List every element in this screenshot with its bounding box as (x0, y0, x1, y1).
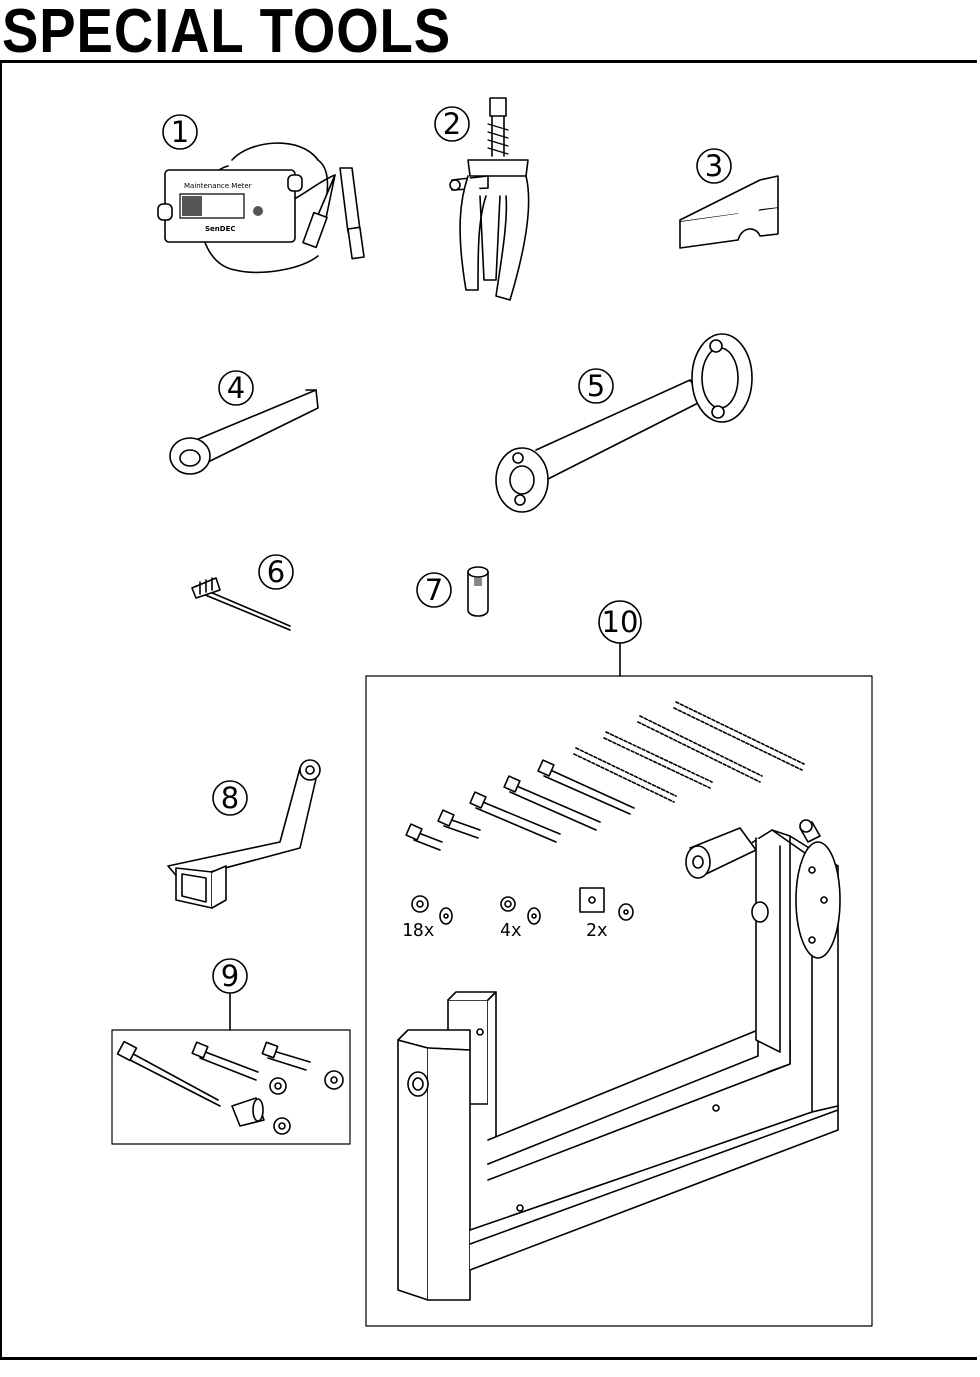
callout-number: 5 (587, 369, 605, 403)
tool-4-hook-wrench: 4 (169, 370, 319, 475)
tool-9-bolt-kit: 9 (111, 958, 351, 1145)
quantity-label: 4x (500, 920, 522, 941)
page-title: SPECIAL TOOLS (2, 0, 452, 66)
tool-5-spanner-wrench: 5 (495, 333, 753, 513)
callout-number: 7 (425, 573, 443, 607)
tool-8-offset-wrench: 8 (167, 759, 321, 909)
meter-brand-label: SenDEC (205, 225, 236, 233)
meter-title-label: Maintenance Meter (184, 182, 252, 190)
tool-3-gauge-plate: 3 (679, 148, 779, 249)
callout-number: 8 (221, 781, 239, 815)
tool-10-stand-kit: 10 18x 4x 2x (365, 600, 873, 1327)
callout-number: 4 (227, 371, 245, 405)
callout-number: 9 (221, 959, 239, 993)
quantity-label: 18x (402, 920, 435, 941)
tool-6-pin-tool: 6 (191, 554, 294, 631)
callout-number: 2 (443, 107, 461, 141)
tool-1-maintenance-meter: Maintenance Meter SenDEC 1 (157, 114, 365, 274)
tool-7-socket: 7 (416, 566, 489, 617)
quantity-label: 2x (586, 920, 608, 941)
callout-circle (162, 114, 198, 150)
page-frame (0, 60, 977, 1360)
callout-number: 1 (171, 115, 189, 149)
callout-number: 6 (267, 555, 285, 589)
callout-number: 3 (705, 149, 723, 183)
callout-number: 10 (602, 605, 639, 639)
tool-2-puller: 2 (434, 97, 530, 301)
